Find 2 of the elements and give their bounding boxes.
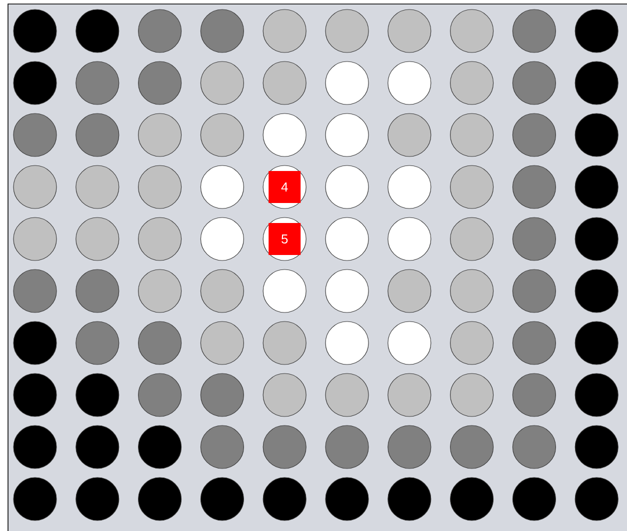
number-box: 4 — [268, 171, 301, 203]
number-box: 5 — [268, 223, 301, 255]
